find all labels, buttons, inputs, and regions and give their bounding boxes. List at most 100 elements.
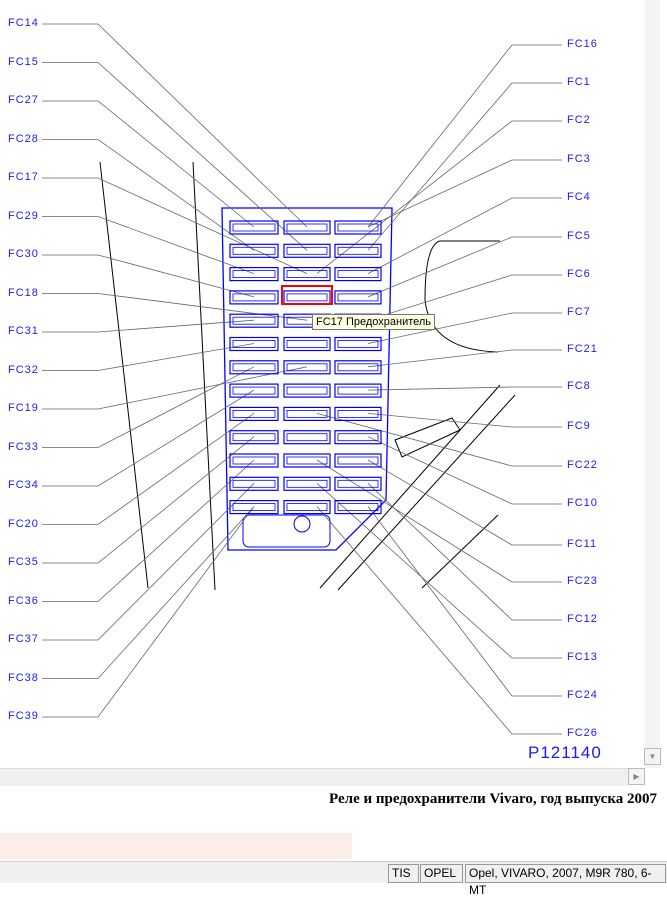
fuse-slot xyxy=(229,313,279,328)
fuse-tooltip: FC17 Предохранитель xyxy=(312,314,436,330)
leader-line xyxy=(42,62,308,251)
fuse-label-fc12[interactable]: FC12 xyxy=(567,613,598,625)
fuse-label-fc32[interactable]: FC32 xyxy=(8,363,39,376)
fuse-slot xyxy=(283,453,331,468)
fuse-label-fc38[interactable]: FC38 xyxy=(8,671,39,684)
fuse-label-fc4[interactable]: FC4 xyxy=(567,191,591,203)
fuse-label-fc37[interactable]: FC37 xyxy=(8,633,39,645)
fuse-label-fc29[interactable]: FC29 xyxy=(8,209,39,222)
fuse-label-fc16[interactable]: FC16 xyxy=(567,38,598,50)
leader-line xyxy=(42,100,255,228)
scroll-down-button[interactable]: ▼ xyxy=(644,748,661,765)
fuse-slot-inner xyxy=(286,270,328,279)
vertical-scrollbar[interactable]: ▼ xyxy=(644,0,661,768)
fuse-label-fc3[interactable]: FC3 xyxy=(567,153,591,165)
bracket-outline xyxy=(424,240,500,353)
fuse-label-fc24[interactable]: FC24 xyxy=(567,689,598,701)
fuse-slot-inner xyxy=(232,433,276,442)
fuse-slot-inner xyxy=(232,363,276,372)
harness-line xyxy=(319,384,501,589)
leader-line xyxy=(42,23,308,228)
leader-line xyxy=(42,139,255,251)
fuse-label-fc20[interactable]: FC20 xyxy=(8,517,39,530)
fuse-slot xyxy=(229,500,279,515)
leader-line xyxy=(367,413,562,428)
fuse-slot xyxy=(334,500,382,515)
fuse-slot-inner xyxy=(232,479,276,488)
fuse-slot-inner xyxy=(286,293,328,302)
fuse-slot-inner xyxy=(286,246,328,255)
fuse-label-fc17[interactable]: FC17 xyxy=(8,171,39,183)
horizontal-scrollbar[interactable] xyxy=(0,768,628,786)
leader-line xyxy=(367,312,562,344)
fuse-slot xyxy=(229,453,279,468)
fuse-label-fc13[interactable]: FC13 xyxy=(567,651,598,663)
fuse-label-fc34[interactable]: FC34 xyxy=(8,479,39,491)
fuse-label-fc21[interactable]: FC21 xyxy=(567,343,598,355)
fuse-label-fc23[interactable]: FC23 xyxy=(567,575,598,587)
diagram-code: P121140 xyxy=(528,743,602,762)
fuse-slot-inner xyxy=(286,503,328,512)
fuse-slot-inner xyxy=(232,340,276,348)
fuse-slot-inner xyxy=(286,340,328,348)
fuse-label-fc18[interactable]: FC18 xyxy=(8,286,39,299)
fuse-label-fc30[interactable]: FC30 xyxy=(8,248,39,260)
fuse-label-fc31[interactable]: FC31 xyxy=(8,325,39,337)
fuse-label-fc27[interactable]: FC27 xyxy=(8,94,39,106)
status-app: TIS xyxy=(388,864,419,883)
fuse-slot-inner xyxy=(286,479,328,488)
fuse-slot-inner xyxy=(232,316,276,325)
scroll-right-button[interactable]: ▶ xyxy=(628,768,645,785)
fuse-label-fc36[interactable]: FC36 xyxy=(8,594,39,607)
fuse-label-fc9[interactable]: FC9 xyxy=(567,420,591,432)
fuse-label-fc10[interactable]: FC10 xyxy=(567,497,598,509)
fuse-slot xyxy=(283,267,331,282)
leader-line xyxy=(42,506,255,679)
leader-line xyxy=(42,216,255,274)
fuse-slot xyxy=(283,406,331,421)
fuse-label-fc7[interactable]: FC7 xyxy=(567,306,591,318)
fuse-label-fc6[interactable]: FC6 xyxy=(567,268,591,280)
leader-line xyxy=(42,254,255,298)
fuse-label-fc15[interactable]: FC15 xyxy=(8,55,39,68)
leader-line xyxy=(367,386,562,391)
fuse-label-fc39[interactable]: FC39 xyxy=(8,710,39,722)
leader-line xyxy=(42,293,308,321)
fuse-box-drawing xyxy=(42,23,562,735)
fuse-label-fc33[interactable]: FC33 xyxy=(8,440,39,453)
fuse-slot xyxy=(283,290,331,305)
fuse-label-fc14[interactable]: FC14 xyxy=(8,17,39,29)
fuse-slot-inner xyxy=(337,456,379,465)
fuse-slot-inner xyxy=(286,409,328,418)
fuse-label-fc8[interactable]: FC8 xyxy=(567,380,591,392)
leader-line xyxy=(367,349,562,368)
fuse-box-outline xyxy=(221,207,393,551)
fuse-label-fc2[interactable]: FC2 xyxy=(567,114,591,126)
fuse-slot-inner xyxy=(232,386,276,395)
fuse-label-fc19[interactable]: FC19 xyxy=(8,402,39,414)
leader-line xyxy=(367,274,562,321)
fuse-label-fc11[interactable]: FC11 xyxy=(567,538,598,550)
fuse-slot-inner xyxy=(337,503,379,512)
body-edge-line xyxy=(192,161,216,591)
leader-line xyxy=(42,366,255,448)
fuse-slot-inner xyxy=(286,386,328,395)
figure-caption: Реле и предохранители Vivaro, год выпуск… xyxy=(329,791,657,807)
leader-line xyxy=(316,506,562,735)
fuse-slot-inner xyxy=(337,270,379,279)
fuse-slot xyxy=(229,336,279,352)
fuse-slot-inner xyxy=(337,433,379,442)
fuse-label-fc35[interactable]: FC35 xyxy=(8,556,39,568)
fuse-label-fc22[interactable]: FC22 xyxy=(567,459,598,471)
fuse-slot xyxy=(283,360,331,375)
leader-line xyxy=(367,197,562,274)
fuse-label-fc28[interactable]: FC28 xyxy=(8,132,39,145)
fuse-label-fc1[interactable]: FC1 xyxy=(567,76,591,88)
fuse-label-fc5[interactable]: FC5 xyxy=(567,230,591,242)
fuse-label-fc26[interactable]: FC26 xyxy=(567,727,598,739)
status-brand: OPEL xyxy=(420,864,463,883)
fuse-slot-inner xyxy=(337,223,379,232)
leader-line xyxy=(367,44,562,228)
fuse-slot xyxy=(334,336,382,352)
